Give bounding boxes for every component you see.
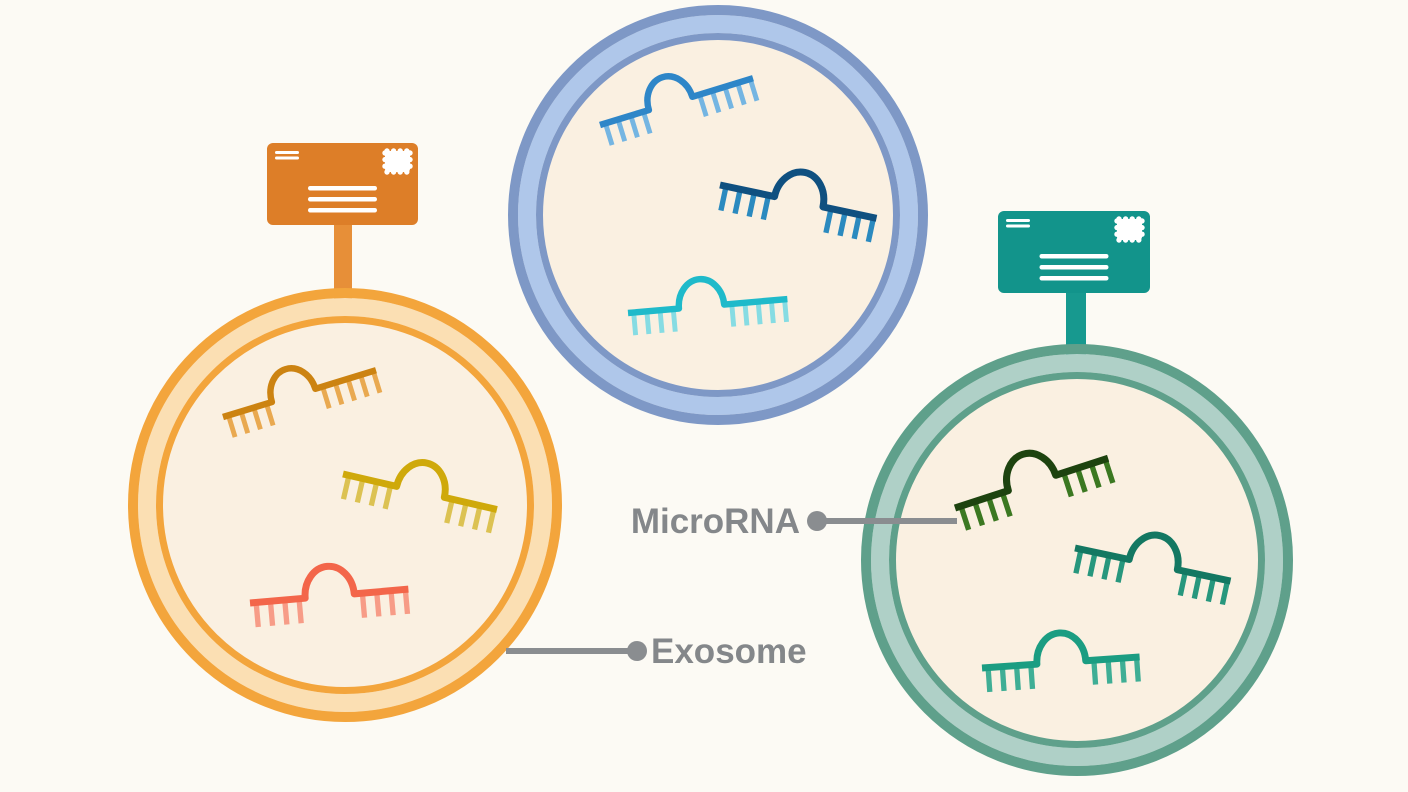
microrna-icon <box>953 449 1116 531</box>
mirna-teeth-right <box>697 79 760 118</box>
mirna-teeth-right <box>1177 571 1230 606</box>
membrane-outer-ring <box>508 5 928 425</box>
membrane-band <box>138 298 552 712</box>
microrna-icon <box>599 73 760 146</box>
mirna-backbone-loop <box>342 459 498 513</box>
mirna-backbone-loop <box>1074 531 1232 585</box>
membrane-outer-ring <box>128 288 562 722</box>
mirna-teeth-right <box>729 300 789 327</box>
label-microrna: MicroRNA <box>630 501 800 541</box>
mirna-backbone-loop <box>627 275 788 317</box>
mirna-teeth-left <box>226 403 276 438</box>
stamp-body <box>385 151 410 172</box>
membrane-inner-ring <box>536 33 900 397</box>
label-exosome: Exosome <box>651 631 807 671</box>
pointer-dot <box>807 511 827 531</box>
mirna-teeth-left <box>718 186 771 221</box>
pointer-dot <box>627 641 647 661</box>
microrna-icon <box>249 562 411 628</box>
stamp-icon <box>1114 216 1145 243</box>
microrna-icon <box>718 168 878 243</box>
mirna-teeth-left <box>340 475 394 510</box>
envelope-address-line <box>308 208 377 213</box>
envelope-address-line <box>308 186 377 191</box>
microrna-icon <box>627 275 789 336</box>
membrane-band <box>518 15 918 415</box>
mirna-teeth-right <box>1061 459 1116 498</box>
mirna-backbone-loop <box>249 562 409 607</box>
vesicle-interior <box>541 38 895 392</box>
envelope-header-line <box>275 151 299 154</box>
stamp-icon <box>382 148 413 175</box>
mirna-backbone-loop <box>222 365 377 421</box>
mirna-backbone-loop <box>953 449 1110 512</box>
exosome-teal <box>861 211 1293 776</box>
mirna-teeth-left <box>1073 549 1126 583</box>
mail-envelope-icon <box>998 211 1150 293</box>
mirna-teeth-right <box>1091 658 1141 685</box>
envelope-address-line <box>308 197 377 202</box>
membrane-inner-ring <box>889 372 1265 748</box>
microrna-pointer <box>807 511 957 531</box>
microrna-icon <box>340 459 498 534</box>
exosome-blue <box>508 5 928 425</box>
stamp-body <box>1117 219 1142 240</box>
exosome-orange <box>128 143 562 722</box>
mirna-teeth-right <box>444 499 497 534</box>
mirna-teeth-right <box>320 371 383 410</box>
mirna-backbone-loop <box>981 629 1140 672</box>
mirna-teeth-left <box>603 111 653 146</box>
envelope-stalk <box>334 221 352 300</box>
envelope-address-line <box>1039 265 1109 270</box>
mirna-backbone-loop <box>719 168 878 222</box>
microrna-icon <box>981 629 1141 693</box>
mirna-teeth-left <box>631 309 678 336</box>
mirna-teeth-left <box>985 665 1036 693</box>
mirna-teeth-left <box>253 599 304 628</box>
mail-envelope-icon <box>267 143 418 225</box>
mirna-teeth-right <box>359 590 411 618</box>
envelope-header-line <box>1006 224 1030 228</box>
envelope-address-line <box>1039 254 1109 259</box>
envelope-body <box>998 211 1150 293</box>
membrane-outer-ring <box>861 344 1293 776</box>
envelope-address-line <box>1039 276 1109 281</box>
mirna-teeth-left <box>958 492 1013 531</box>
envelope-body <box>267 143 418 225</box>
microrna-icon <box>1073 531 1232 606</box>
mirna-teeth-right <box>823 209 876 243</box>
envelope-header-line <box>275 156 299 160</box>
envelope-header-line <box>1006 219 1030 222</box>
membrane-inner-ring <box>156 316 534 694</box>
microrna-icon <box>222 365 383 438</box>
exosome-pointer <box>506 641 647 661</box>
mirna-backbone-loop <box>599 73 754 129</box>
membrane-band <box>871 354 1283 766</box>
